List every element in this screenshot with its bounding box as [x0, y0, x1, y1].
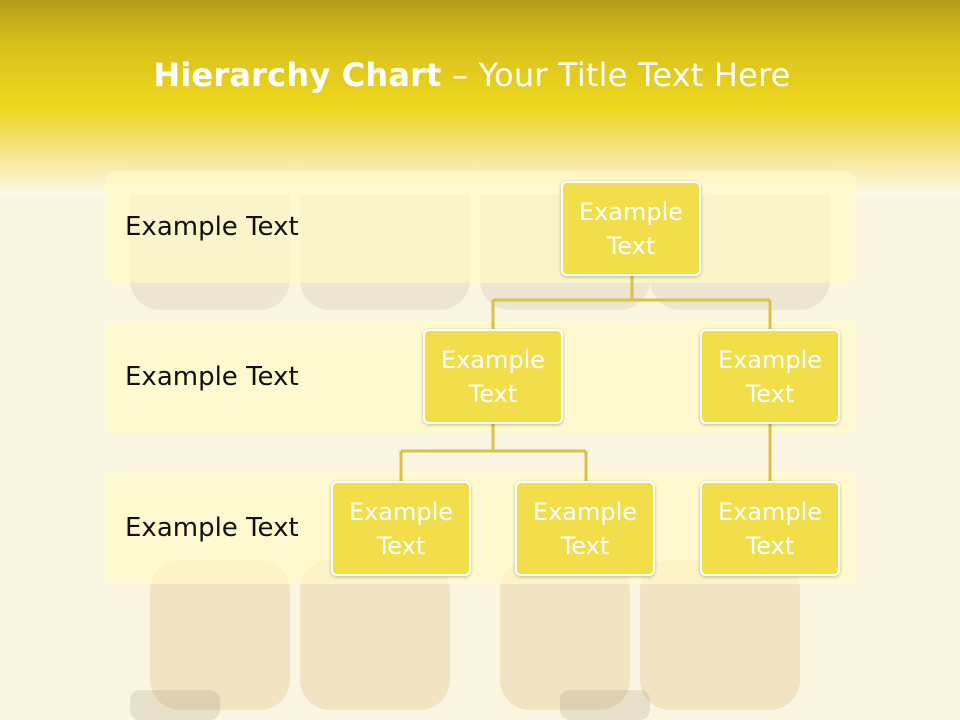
org-node-level3-b[interactable]: Example Text — [515, 481, 655, 576]
node-label: Example Text — [578, 197, 684, 260]
node-label: Example Text — [717, 345, 823, 408]
org-node-level3-a[interactable]: Example Text — [331, 481, 471, 576]
node-label: Example Text — [440, 345, 546, 408]
header-banner — [0, 0, 960, 195]
level-band-1: Example Text — [105, 171, 856, 283]
level-label: Example Text — [125, 362, 299, 392]
org-node-level3-c[interactable]: Example Text — [700, 481, 840, 576]
level-label: Example Text — [125, 212, 299, 242]
node-label: Example Text — [532, 497, 638, 560]
level-label: Example Text — [125, 513, 299, 543]
org-node-level2-left[interactable]: Example Text — [423, 329, 563, 424]
org-node-root[interactable]: Example Text — [561, 181, 701, 276]
org-node-level2-right[interactable]: Example Text — [700, 329, 840, 424]
title-bold: Hierarchy Chart — [153, 56, 442, 94]
node-label: Example Text — [348, 497, 454, 560]
node-label: Example Text — [717, 497, 823, 560]
title-rest: – Your Title Text Here — [441, 56, 791, 94]
slide-title: Hierarchy Chart – Your Title Text Here — [0, 56, 944, 94]
